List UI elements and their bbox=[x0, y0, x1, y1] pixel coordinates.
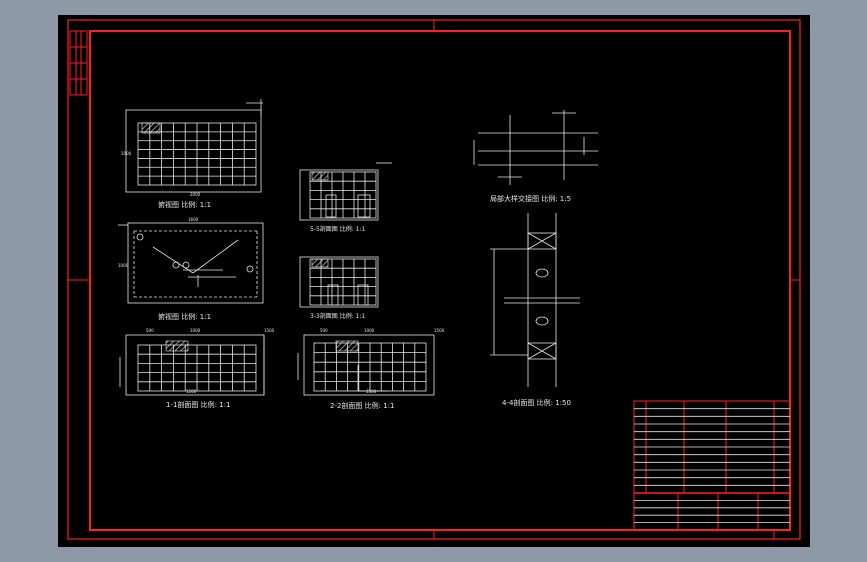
section-3-view[interactable] bbox=[299, 256, 379, 308]
section-2-dim-top-right: 1500 bbox=[434, 328, 445, 333]
section-3-title: 3-3剖面图 比例: 1:1 bbox=[310, 312, 365, 320]
anchor-plan-view[interactable] bbox=[118, 222, 264, 304]
plan-view-title: 俯视图 比例: 1:1 bbox=[158, 200, 211, 209]
plan-view[interactable] bbox=[125, 99, 263, 193]
cad-drawing: 俯视图 比例: 1:1 2000 1000 俯视图 比例: 1:1 1600 1… bbox=[67, 19, 801, 540]
section-1-dim-bottom: 1500 bbox=[186, 389, 197, 394]
section-5-title: 5-5剖面图 比例: 1:1 bbox=[310, 225, 365, 233]
section-2-view[interactable] bbox=[297, 334, 435, 396]
title-block[interactable] bbox=[633, 400, 791, 531]
section-2-dim-top-left: 500 bbox=[320, 328, 328, 333]
section-2-dim-top-mid: 1000 bbox=[364, 328, 375, 333]
cross-detail-view[interactable] bbox=[473, 110, 598, 185]
section-2-dim-bottom: 1500 bbox=[366, 389, 377, 394]
anchor-plan-dim-width: 1600 bbox=[188, 217, 199, 222]
section-4-view[interactable] bbox=[490, 213, 580, 387]
section-1-dim-top-right: 1500 bbox=[264, 328, 275, 333]
section-2-title: 2-2剖面图 比例: 1:1 bbox=[330, 401, 395, 410]
binding-strip bbox=[69, 30, 88, 96]
section-1-view[interactable] bbox=[119, 334, 265, 396]
section-4-title: 4-4剖面图 比例: 1:50 bbox=[502, 398, 571, 407]
anchor-plan-title: 俯视图 比例: 1:1 bbox=[158, 312, 211, 321]
anchor-plan-dim-height: 1000 bbox=[118, 263, 129, 268]
drawing-viewport[interactable]: 俯视图 比例: 1:1 2000 1000 俯视图 比例: 1:1 1600 1… bbox=[58, 15, 810, 547]
section-1-title: 1-1剖面图 比例: 1:1 bbox=[166, 400, 231, 409]
drawing-frame bbox=[67, 19, 801, 540]
cross-detail-title: 局部大样交接图 比例: 1:5 bbox=[490, 194, 571, 203]
plan-dim-height: 1000 bbox=[121, 151, 132, 156]
section-1-dim-top-left: 500 bbox=[146, 328, 154, 333]
plan-dim-width: 2000 bbox=[190, 192, 201, 197]
section-5-view[interactable] bbox=[299, 162, 392, 221]
section-1-dim-top-mid: 1000 bbox=[190, 328, 201, 333]
